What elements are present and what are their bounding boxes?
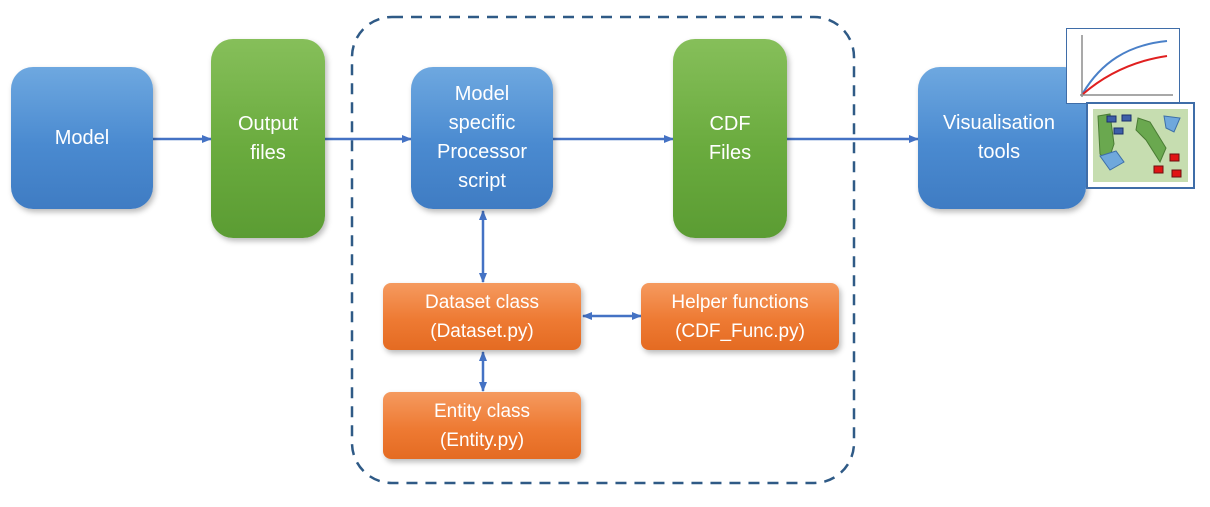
- visualisation-tools-box: Visualisation tools: [918, 67, 1086, 209]
- cdf-files-box: CDF Files: [673, 39, 787, 238]
- visualisation-label-line1: Visualisation: [943, 112, 1055, 134]
- entity-class-label-line2: (Entity.py): [439, 429, 525, 451]
- processor-script-box: Model specific Processor script: [411, 67, 553, 209]
- line-chart-icon: [1066, 28, 1180, 104]
- cdf-files-label-line2: Files: [708, 141, 752, 164]
- map-icon: [1086, 102, 1195, 189]
- processor-label-line1: Model: [454, 83, 510, 105]
- processor-label-line2: specific: [448, 112, 516, 134]
- model-box: Model: [11, 67, 153, 209]
- processor-label-line4: script: [458, 170, 506, 192]
- processor-label-line3: Processor: [436, 141, 528, 163]
- dataset-class-box: Dataset class (Dataset.py): [383, 283, 581, 350]
- output-files-label-line2: files: [250, 141, 286, 164]
- output-files-label-line1: Output: [237, 112, 299, 135]
- helper-functions-box: Helper functions (CDF_Func.py): [641, 283, 839, 350]
- module-boundary: [350, 15, 856, 485]
- dataset-class-label-line2: (Dataset.py): [430, 320, 534, 342]
- model-label: Model: [54, 126, 110, 149]
- visualisation-label-line2: tools: [977, 141, 1021, 163]
- dataset-class-label-line1: Dataset class: [424, 291, 540, 313]
- entity-class-box: Entity class (Entity.py): [383, 392, 581, 459]
- entity-class-label-line1: Entity class: [433, 400, 531, 422]
- output-files-box: Output files: [211, 39, 325, 238]
- cdf-files-label-line1: CDF: [709, 112, 751, 135]
- helper-functions-label-line1: Helper functions: [671, 291, 809, 313]
- helper-functions-label-line2: (CDF_Func.py): [675, 320, 805, 342]
